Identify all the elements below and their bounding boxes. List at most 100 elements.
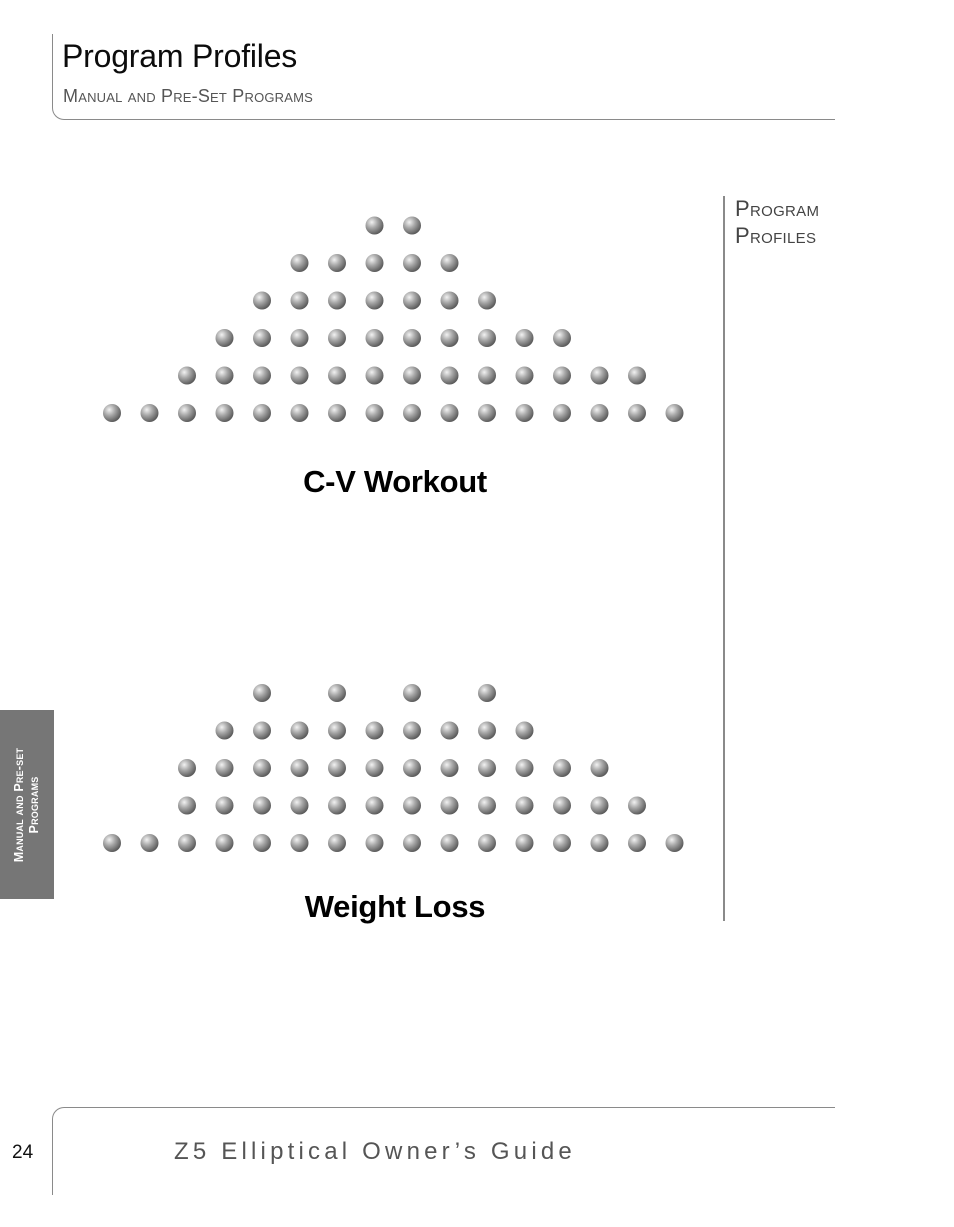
page-title: Program Profiles (62, 38, 298, 74)
profile-dot (440, 796, 459, 815)
profile-dot (290, 329, 309, 347)
section-side-label: Program Profiles (735, 195, 819, 249)
side-label-line-1: Program (735, 196, 820, 221)
side-label-line-2: Profiles (735, 223, 817, 248)
profile-dot (253, 721, 271, 740)
profile-dot (178, 366, 196, 385)
profile-dot (253, 329, 271, 347)
profile-dot (515, 796, 534, 815)
profile-dot (253, 759, 271, 777)
profile-dot (590, 834, 609, 852)
page-subtitle: Manual and Pre-Set Programs (63, 86, 314, 106)
profile-dot (403, 404, 421, 422)
profile-dot (590, 366, 609, 385)
profile-dot (590, 759, 609, 777)
profile-dot (253, 796, 271, 815)
section-tab-label: Manual and Pre-set Programs (12, 710, 42, 899)
profile-dot (178, 834, 196, 852)
profile-dot (290, 404, 309, 422)
profile-cv-workout: C-V Workout (90, 210, 700, 510)
profile-dot (290, 721, 309, 740)
profile-dot (365, 216, 384, 235)
profile-dot (628, 834, 646, 852)
profile-dot (253, 684, 271, 702)
profile-dot (365, 834, 384, 852)
profile-dot (403, 329, 421, 347)
profile-dot-grid (103, 684, 684, 852)
profile-dot (328, 366, 346, 385)
profile-dot (215, 404, 234, 422)
profile-dot (628, 366, 646, 385)
header-bracket (52, 34, 835, 120)
section-tab: Manual and Pre-set Programs (0, 710, 54, 899)
profile-dot (403, 684, 421, 702)
profile-dot (665, 404, 684, 422)
profile-dot (665, 834, 684, 852)
profile-dot (290, 254, 309, 272)
profile-dot (328, 254, 346, 272)
profile-dot (478, 721, 496, 740)
section-tab-line-2: Programs (27, 776, 41, 833)
profile-dot (515, 404, 534, 422)
profile-dot (328, 404, 346, 422)
profile-dot (328, 291, 346, 310)
profile-dot (140, 834, 159, 852)
profile-dot (590, 796, 609, 815)
profile-dot (215, 759, 234, 777)
profile-dot (440, 721, 459, 740)
column-divider (723, 196, 725, 921)
profile-dot (290, 759, 309, 777)
profile-dot (553, 329, 571, 347)
profile-dot (365, 721, 384, 740)
profile-dot (140, 404, 159, 422)
profile-dot (365, 254, 384, 272)
profile-dot (365, 796, 384, 815)
profile-dot (403, 796, 421, 815)
profile-dot (478, 834, 496, 852)
profile-dot (628, 404, 646, 422)
guide-title: Z5 Elliptical Owner’s Guide (174, 1138, 576, 1165)
profile-dot (103, 834, 121, 852)
profile-dot (215, 721, 234, 740)
profile-dot (365, 291, 384, 310)
profile-dot (365, 759, 384, 777)
profile-dot (478, 796, 496, 815)
profile-dot (515, 834, 534, 852)
page-number: 24 (12, 1142, 34, 1163)
profile-dot (178, 759, 196, 777)
profile-dot (403, 759, 421, 777)
profile-dot (253, 366, 271, 385)
profile-dot (553, 404, 571, 422)
profile-dot (365, 366, 384, 385)
profile-dot (590, 404, 609, 422)
profile-dot (440, 329, 459, 347)
profile-dot (478, 329, 496, 347)
profile-dot (178, 404, 196, 422)
profile-dot (553, 796, 571, 815)
profile-dot (440, 291, 459, 310)
profile-dot (440, 254, 459, 272)
profile-dot (328, 684, 346, 702)
profile-dot (103, 404, 121, 422)
profile-dot (328, 834, 346, 852)
profile-dot (515, 759, 534, 777)
profile-dot (215, 366, 234, 385)
profile-dot (403, 216, 421, 235)
profile-dot (403, 254, 421, 272)
profile-dot (403, 834, 421, 852)
profile-dot-grid (103, 216, 684, 422)
profile-dot (478, 759, 496, 777)
profile-dot (440, 759, 459, 777)
profile-dot (628, 796, 646, 815)
profile-dot (253, 291, 271, 310)
profile-dot (403, 366, 421, 385)
profile-dot (290, 796, 309, 815)
profile-dot (553, 834, 571, 852)
profile-dot (553, 366, 571, 385)
profile-dot (253, 404, 271, 422)
profile-name: C-V Workout (303, 464, 487, 499)
profile-dot (403, 721, 421, 740)
profile-dot (515, 329, 534, 347)
profile-dot (215, 329, 234, 347)
profile-dot (515, 366, 534, 385)
